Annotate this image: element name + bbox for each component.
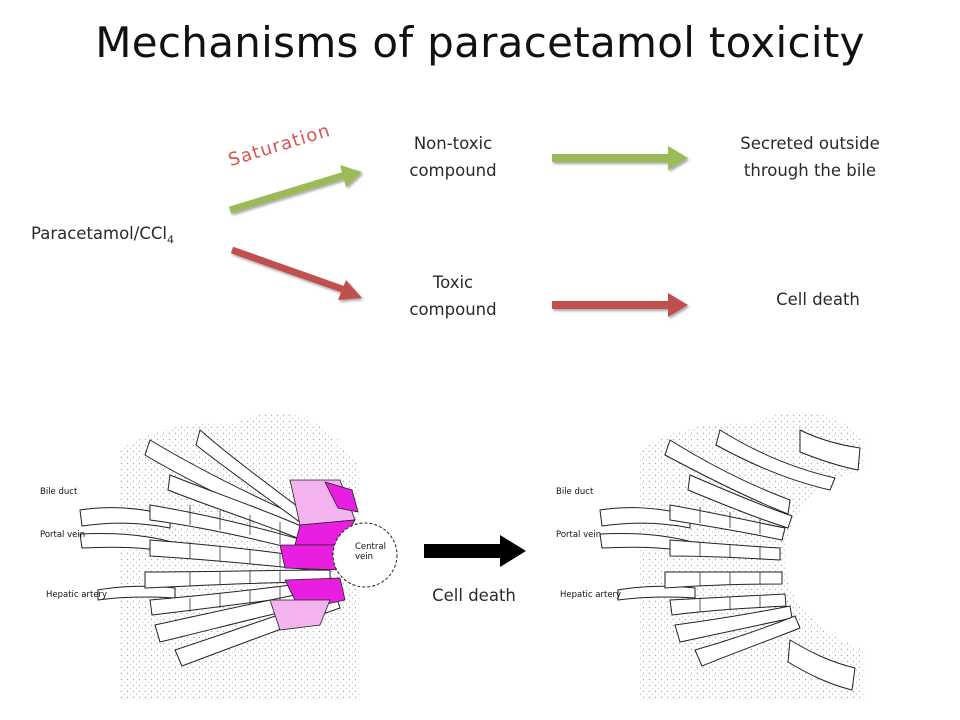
secreted-label: Secreted outside through the bile xyxy=(715,130,905,184)
cell-death-bottom-label: Cell death xyxy=(432,586,516,605)
input-subscript: 4 xyxy=(166,233,174,247)
toxic-line1: Toxic xyxy=(432,273,474,292)
central-vein-line2: vein xyxy=(355,552,374,562)
central-vein xyxy=(332,522,398,588)
toxic-path-arrow xyxy=(230,246,362,300)
toxic-line2: compound xyxy=(409,300,497,319)
right-hepatic-artery-label: Hepatic artery xyxy=(560,590,622,600)
nontoxic-label: Non-toxic compound xyxy=(380,130,526,184)
bile-secretion-arrow xyxy=(552,146,688,170)
right-portal-vein-label: Portal vein xyxy=(556,530,602,540)
secreted-line2: through the bile xyxy=(743,161,877,180)
left-bile-duct-label: Bile duct xyxy=(40,487,78,497)
secreted-line1: Secreted outside xyxy=(740,134,880,153)
nontoxic-line1: Non-toxic xyxy=(413,134,493,153)
central-vein-line1: Central xyxy=(355,542,386,552)
page-title: Mechanisms of paracetamol toxicity xyxy=(95,18,865,67)
left-hepatic-artery-label: Hepatic artery xyxy=(46,590,108,600)
right-bile-duct-label: Bile duct xyxy=(556,487,594,497)
black-arrow xyxy=(424,535,526,567)
saturation-arrow xyxy=(228,165,362,214)
cell-death-arrow xyxy=(552,293,688,317)
input-text: Paracetamol/CCl xyxy=(31,224,167,243)
central-vein-label: Central vein xyxy=(355,542,386,562)
nontoxic-line2: compound xyxy=(409,161,497,180)
input-label: Paracetamol/CCl4 xyxy=(31,220,174,253)
left-portal-vein-label: Portal vein xyxy=(40,530,86,540)
cell-death-top-label: Cell death xyxy=(776,290,860,309)
toxic-label: Toxic compound xyxy=(380,269,526,323)
